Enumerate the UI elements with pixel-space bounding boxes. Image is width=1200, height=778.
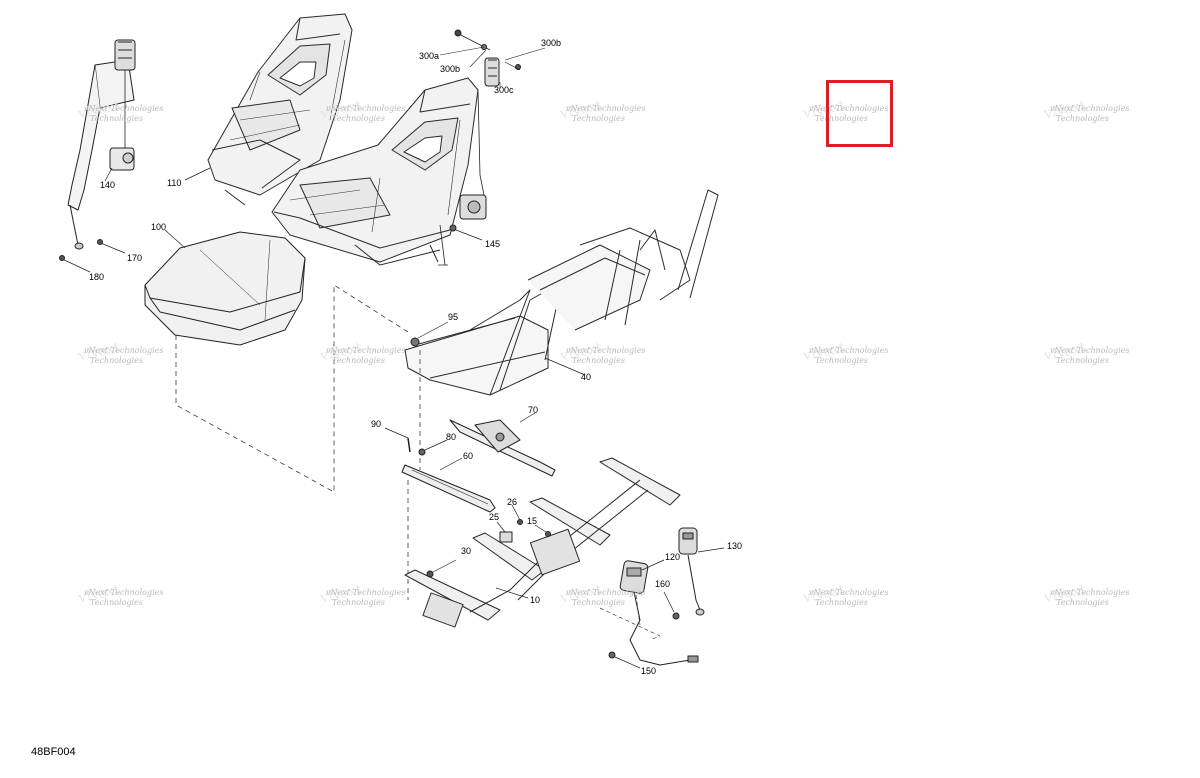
slide-rail-70 xyxy=(449,419,556,477)
callout-26: 26 xyxy=(507,497,518,507)
belt-guide xyxy=(439,29,546,88)
callout-120: 120 xyxy=(665,552,681,562)
callout-145: 145 xyxy=(485,239,501,249)
seat-base xyxy=(144,231,306,346)
leader-180 xyxy=(59,257,91,273)
callout-160: 160 xyxy=(655,579,671,589)
buckle-130 xyxy=(678,527,725,616)
left-seat-belt xyxy=(67,39,136,250)
callout-10: 10 xyxy=(530,595,541,605)
callout-40: 40 xyxy=(581,372,592,382)
seat-frame xyxy=(404,189,719,396)
callout-90: 90 xyxy=(371,419,382,429)
callout-140: 140 xyxy=(100,180,116,190)
callout-25: 25 xyxy=(489,512,500,522)
slide-rail-60 xyxy=(401,464,496,513)
callout-80: 80 xyxy=(446,432,457,442)
callout-180: 180 xyxy=(89,272,105,282)
callout-30: 30 xyxy=(461,546,472,556)
buckle-120 xyxy=(619,559,691,666)
callout-110: 110 xyxy=(167,178,182,188)
rear-seat xyxy=(207,13,353,206)
callout-300b-left: 300b xyxy=(440,64,461,74)
callout-150: 150 xyxy=(641,666,657,676)
callout-100: 100 xyxy=(151,222,167,232)
callout-300b-right: 300b xyxy=(541,38,562,48)
callout-95: 95 xyxy=(448,312,459,322)
callout-170: 170 xyxy=(127,253,143,263)
callout-300a: 300a xyxy=(419,51,440,61)
callout-130: 130 xyxy=(727,541,743,551)
base-frame xyxy=(404,457,681,628)
callout-60: 60 xyxy=(463,451,474,461)
front-seat xyxy=(271,77,479,266)
diagram-code: 48BF004 xyxy=(31,746,76,758)
callout-15: 15 xyxy=(527,516,538,526)
highlight-box[interactable] xyxy=(826,80,893,147)
callout-70: 70 xyxy=(528,405,539,415)
callout-300c: 300c xyxy=(494,85,514,95)
